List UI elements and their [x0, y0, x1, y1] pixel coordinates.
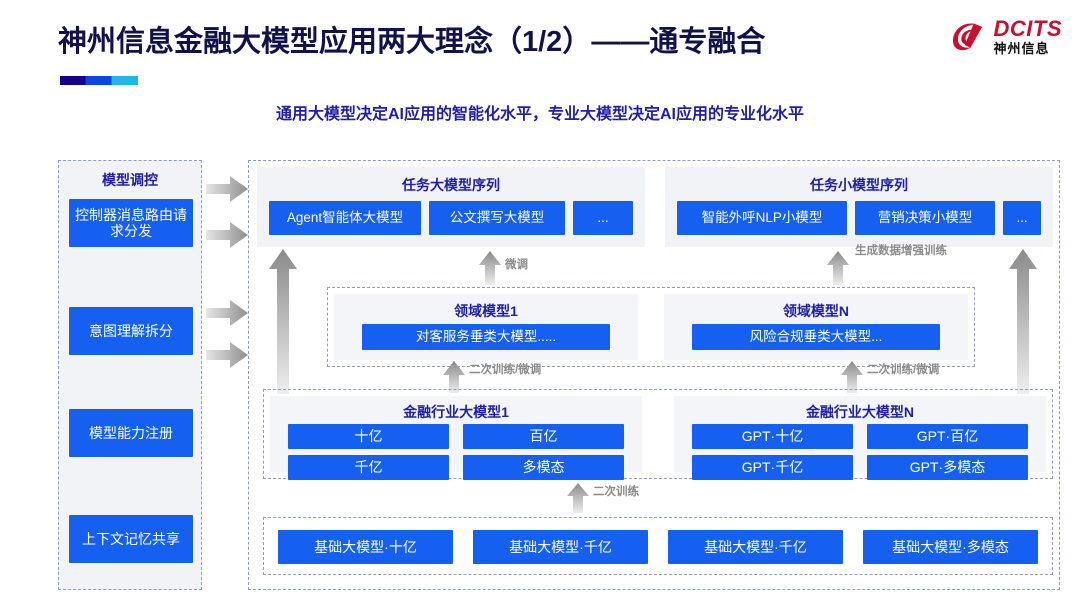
base-model-hundred-billion-2[interactable]: 基础大模型·千亿 [668, 530, 843, 564]
industry-model-1-title: 金融行业大模型1 [403, 404, 509, 420]
logo-en-text: DCITS [993, 15, 1062, 41]
industry-item-label: GPT·百亿 [916, 428, 979, 445]
sidebar-item-label: 控制器消息路由请求分发 [75, 206, 187, 239]
industry-item-label: 百亿 [529, 428, 558, 445]
page-subtitle: 通用大模型决定AI应用的智能化水平，专业大模型决定AI应用的专业化水平 [275, 106, 804, 123]
retrain-finetune-right-label: 二次训练/微调 [867, 364, 940, 376]
base-model-label: 基础大模型·十亿 [314, 538, 417, 555]
domain-model-1-title: 领域模型1 [454, 303, 518, 319]
domain-model-n-item[interactable]: 风险合规垂类大模型... [692, 324, 940, 350]
sidebar-item-label: 意图理解拆分 [89, 322, 173, 339]
task-item-label: 营销决策小模型 [877, 210, 973, 226]
gen-data-aug-label: 生成数据增强训练 [855, 245, 947, 257]
task-large-model-row: Agent智能体大模型 公文撰写大模型 ... [269, 201, 633, 235]
diagram-panel: 任务大模型序列 Agent智能体大模型 公文撰写大模型 ... 任务小模型序列 … [248, 160, 1060, 590]
connector-arrow-4-icon [206, 342, 248, 368]
industry-models-wrap: 金融行业大模型1 十亿 百亿 千亿 多模态 金融行业大模型N GPT·十亿 GP… [263, 389, 1053, 480]
industry-1-item-multimodal[interactable]: 多模态 [463, 455, 624, 480]
sidebar-item-intent-understanding[interactable]: 意图理解拆分 [69, 307, 193, 355]
domain-model-n-title: 领域模型N [782, 303, 850, 319]
domain-model-1-panel: 领域模型1 对客服务垂类大模型..... [334, 294, 638, 360]
task-large-model-title: 任务大模型序列 [402, 177, 500, 193]
sidebar-item-label: 上下文记忆共享 [82, 530, 180, 547]
industry-n-item-gpt-hundred-billion[interactable]: GPT·千亿 [692, 455, 853, 480]
task-item-label: ... [1016, 210, 1028, 226]
industry-item-label: GPT·千亿 [741, 459, 804, 476]
sidebar-item-label: 模型能力注册 [89, 424, 173, 441]
domain-models-wrap: 领域模型1 对客服务垂类大模型..... 领域模型N 风险合规垂类大模型... [327, 287, 975, 367]
base-model-label: 基础大模型·千亿 [509, 538, 612, 555]
task-large-model-panel: 任务大模型序列 Agent智能体大模型 公文撰写大模型 ... [257, 167, 645, 247]
industry-n-item-gpt-ten-billion[interactable]: GPT·百亿 [867, 424, 1028, 449]
retrain-finetune-left-label: 二次训练/微调 [469, 364, 542, 376]
base-model-label: 基础大模型·千亿 [704, 538, 807, 555]
logo-cn-text: 神州信息 [993, 40, 1050, 56]
industry-item-label: 十亿 [354, 428, 383, 445]
task-item-label: 智能外呼NLP小模型 [701, 210, 823, 226]
finetune-arrow-left-icon [479, 251, 501, 285]
industry-n-item-gpt-multimodal[interactable]: GPT·多模态 [867, 455, 1028, 480]
industry-1-item-billion[interactable]: 十亿 [288, 424, 449, 449]
base-model-hundred-billion-1[interactable]: 基础大模型·千亿 [473, 530, 648, 564]
title-accent-bar [60, 76, 138, 85]
task-item-more[interactable]: ... [1003, 201, 1041, 235]
retrain-bottom-arrow-icon [567, 483, 589, 513]
industry-item-label: 多模态 [522, 459, 565, 476]
connector-arrow-3-icon [206, 300, 248, 326]
industry-model-n-title: 金融行业大模型N [805, 404, 915, 420]
retrain-finetune-arrow-right-icon [841, 361, 863, 393]
sidebar-item-context-memory-sharing[interactable]: 上下文记忆共享 [69, 515, 193, 563]
task-small-model-title: 任务小模型序列 [810, 177, 908, 193]
industry-model-n-grid: GPT·十亿 GPT·百亿 GPT·千亿 GPT·多模态 [692, 424, 1028, 480]
industry-1-item-hundred-billion[interactable]: 千亿 [288, 455, 449, 480]
task-item-label: 公文撰写大模型 [449, 210, 545, 226]
connector-arrow-2-icon [206, 222, 248, 248]
retrain-bottom-label: 二次训练 [593, 486, 639, 498]
sidebar-title: 模型调控 [102, 172, 158, 188]
retrain-finetune-arrow-left-icon [443, 361, 465, 393]
industry-n-item-gpt-billion[interactable]: GPT·十亿 [692, 424, 853, 449]
industry-model-n-panel: 金融行业大模型N GPT·十亿 GPT·百亿 GPT·千亿 GPT·多模态 [674, 396, 1046, 480]
finetune-left-label: 微调 [505, 259, 528, 271]
task-item-label: Agent智能体大模型 [286, 210, 404, 226]
base-models-row: 基础大模型·十亿 基础大模型·千亿 基础大模型·千亿 基础大模型·多模态 [278, 530, 1038, 564]
page-title: 神州信息金融大模型应用两大理念（1/2）——通专融合 [58, 26, 766, 58]
base-model-multimodal[interactable]: 基础大模型·多模态 [863, 530, 1038, 564]
domain-model-1-item-label: 对客服务垂类大模型..... [415, 329, 557, 345]
task-item-outbound-nlp-model[interactable]: 智能外呼NLP小模型 [677, 201, 847, 235]
base-models-wrap: 基础大模型·十亿 基础大模型·千亿 基础大模型·千亿 基础大模型·多模态 [263, 517, 1053, 575]
company-logo: DCITS 神州信息 [948, 16, 1063, 56]
industry-model-1-grid: 十亿 百亿 千亿 多模态 [288, 424, 624, 480]
tall-arrow-right-icon [1009, 249, 1037, 394]
task-item-doc-writing-model[interactable]: 公文撰写大模型 [429, 201, 565, 235]
task-small-model-panel: 任务小模型序列 智能外呼NLP小模型 营销决策小模型 ... [665, 167, 1053, 247]
domain-model-1-item[interactable]: 对客服务垂类大模型..... [362, 324, 610, 350]
industry-1-item-ten-billion[interactable]: 百亿 [463, 424, 624, 449]
tall-arrow-left-icon [269, 249, 297, 394]
task-small-model-row: 智能外呼NLP小模型 营销决策小模型 ... [677, 201, 1041, 235]
connector-arrow-1-icon [206, 176, 248, 202]
task-item-more[interactable]: ... [573, 201, 633, 235]
task-item-agent-model[interactable]: Agent智能体大模型 [269, 201, 421, 235]
industry-item-label: GPT·多模态 [909, 459, 986, 476]
sidebar-item-controller-routing[interactable]: 控制器消息路由请求分发 [69, 199, 193, 247]
base-model-billion[interactable]: 基础大模型·十亿 [278, 530, 453, 564]
industry-item-label: 千亿 [354, 459, 383, 476]
base-model-label: 基础大模型·多模态 [892, 538, 1009, 555]
sidebar-panel: 模型调控 控制器消息路由请求分发 意图理解拆分 模型能力注册 上下文记忆共享 [58, 160, 202, 590]
industry-model-1-panel: 金融行业大模型1 十亿 百亿 千亿 多模态 [270, 396, 642, 480]
domain-model-n-item-label: 风险合规垂类大模型... [749, 329, 883, 345]
task-item-marketing-decision-model[interactable]: 营销决策小模型 [855, 201, 995, 235]
task-item-label: ... [597, 210, 609, 226]
gen-data-aug-arrow-icon [827, 251, 849, 285]
domain-model-n-panel: 领域模型N 风险合规垂类大模型... [664, 294, 968, 360]
dcits-swirl-icon [948, 16, 988, 56]
sidebar-item-capability-registry[interactable]: 模型能力注册 [69, 409, 193, 457]
industry-item-label: GPT·十亿 [741, 428, 804, 445]
